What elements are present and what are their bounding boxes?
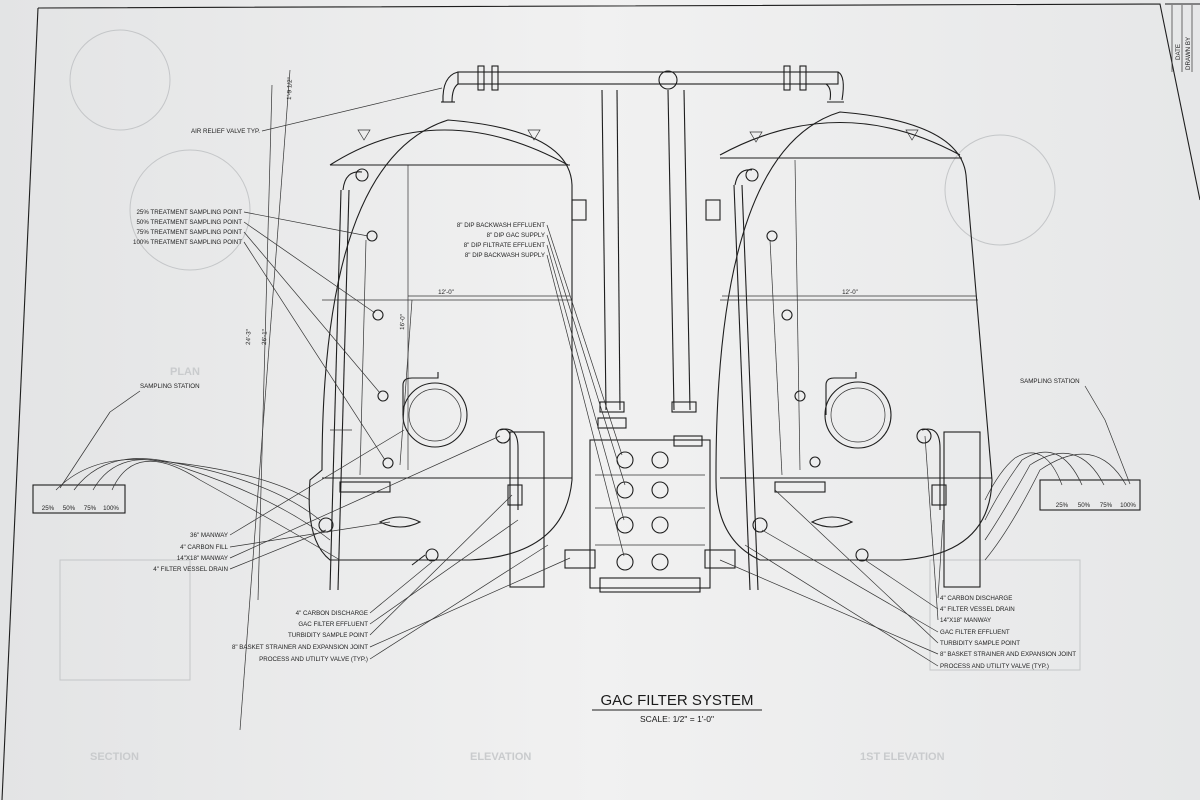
right-panel-75: 75% xyxy=(1100,502,1113,509)
faded-text-1st-elevation: 1ST ELEVATION xyxy=(860,751,945,763)
callout-gac-supply: 8" DIP GAC SUPPLY xyxy=(487,232,545,239)
callouts-left: AIR RELIEF VALVE TYP. 25% TREATMENT SAMP… xyxy=(59,87,501,573)
title-block: DATE DRAWN BY xyxy=(1165,3,1200,72)
faded-background: PLAN ELEVATION SECTION 1ST ELEVATION xyxy=(59,29,1081,763)
callout-filtrate-effluent: 8" DIP FILTRATE EFFLUENT xyxy=(464,242,545,249)
callout-sampling-50: 50% TREATMENT SAMPLING POINT xyxy=(136,219,242,226)
callout-sampling-station-right: SAMPLING STATION xyxy=(1020,378,1080,385)
left-sampling-station: 25% 50% 75% 100% xyxy=(32,458,341,561)
callout-sampling-100: 100% TREATMENT SAMPLING POINT xyxy=(133,239,242,246)
drawing-title: GAC FILTER SYSTEM xyxy=(600,692,753,709)
right-vessel-piping xyxy=(733,168,981,591)
callout-gac-effluent-left: GAC FILTER EFFLUENT xyxy=(298,621,368,628)
air-relief-header-pipe xyxy=(441,65,844,103)
right-panel-50: 50% xyxy=(1078,502,1091,509)
faded-text-elevation: ELEVATION xyxy=(470,751,531,763)
drawing-scale: SCALE: 1/2" = 1'-0" xyxy=(640,714,714,724)
dim-overall-a: 24'-3" xyxy=(245,329,253,345)
left-panel-25: 25% xyxy=(42,505,55,512)
left-panel-100: 100% xyxy=(103,505,119,512)
callout-carbon-fill: 4" CARBON FILL xyxy=(180,544,228,551)
left-panel-75: 75% xyxy=(84,505,97,512)
callout-sampling-75: 75% TREATMENT SAMPLING POINT xyxy=(136,229,242,236)
callout-filter-drain-right: 4" FILTER VESSEL DRAIN xyxy=(940,606,1015,613)
faded-text-plan: PLAN xyxy=(170,366,200,378)
right-gac-vessel xyxy=(715,111,993,561)
central-risers xyxy=(571,89,721,447)
callout-turbidity-right: TURBIDITY SAMPLE POINT xyxy=(940,640,1020,647)
title-block-date: DATE xyxy=(1175,44,1182,60)
drawing-title-block: GAC FILTER SYSTEM SCALE: 1/2" = 1'-0" xyxy=(592,692,762,724)
callout-process-valve-left: PROCESS AND UTILITY VALVE (TYP.) xyxy=(259,656,368,663)
right-panel-100: 100% xyxy=(1120,502,1136,509)
callout-air-relief: AIR RELIEF VALVE TYP. xyxy=(191,128,260,135)
callout-backwash-supply: 8" DIP BACKWASH SUPPLY xyxy=(465,252,545,259)
callout-backwash-effluent: 8" DIP BACKWASH EFFLUENT xyxy=(457,222,545,229)
callout-carbon-discharge-left: 4" CARBON DISCHARGE xyxy=(296,610,368,617)
dim-overall-b: 26'-1" xyxy=(261,329,269,345)
callouts-center: 8" DIP BACKWASH EFFLUENT 8" DIP GAC SUPP… xyxy=(457,222,626,557)
callout-carbon-discharge-right: 4" CARBON DISCHARGE xyxy=(940,595,1012,602)
callout-sampling-25: 25% TREATMENT SAMPLING POINT xyxy=(136,209,242,216)
faded-text-section: SECTION xyxy=(90,751,139,763)
sheet-border xyxy=(37,3,1200,201)
right-36in-manway xyxy=(824,372,892,449)
callout-process-valve-right: PROCESS AND UTILITY VALVE (TYP.) xyxy=(940,663,1049,670)
left-panel-50: 50% xyxy=(63,505,76,512)
callout-14x18-manway-left: 14"X18" MANWAY xyxy=(177,555,228,562)
callout-sampling-station-left: SAMPLING STATION xyxy=(140,383,200,390)
right-sampling-station: 25% 50% 75% 100% xyxy=(984,451,1141,561)
callout-basket-strainer-right: 8" BASKET STRAINER AND EXPANSION JOINT xyxy=(940,651,1076,658)
callout-turbidity-left: TURBIDITY SAMPLE POINT xyxy=(288,632,368,639)
callout-36in-manway: 36" MANWAY xyxy=(190,532,228,539)
callout-basket-strainer-left: 8" BASKET STRAINER AND EXPANSION JOINT xyxy=(232,644,368,651)
callout-filter-drain-left: 4" FILTER VESSEL DRAIN xyxy=(153,566,228,573)
callouts-right: SAMPLING STATION 4" CARBON DISCHARGE 4" … xyxy=(719,378,1131,670)
dim-top: 1'-9 1/2" xyxy=(286,77,294,100)
title-block-drawn-by: DRAWN BY xyxy=(1185,37,1192,70)
callout-gac-effluent-right: GAC FILTER EFFLUENT xyxy=(940,629,1010,636)
callouts-bottom-center: 4" CARBON DISCHARGE GAC FILTER EFFLUENT … xyxy=(232,494,571,663)
callout-14x18-manway-right: 14"X18" MANWAY xyxy=(940,617,991,624)
right-panel-25: 25% xyxy=(1056,502,1069,509)
dim-right-diameter: 12'-0" xyxy=(842,289,858,296)
dim-shell: 16'-0" xyxy=(399,314,407,330)
dimension-lines: 24'-3" 26'-1" 1'-9 1/2" 16'-0" 12'-0" 12… xyxy=(239,69,976,731)
dim-left-diameter: 12'-0" xyxy=(438,289,454,296)
left-gac-vessel xyxy=(308,119,573,561)
valve-manifold xyxy=(564,439,736,593)
